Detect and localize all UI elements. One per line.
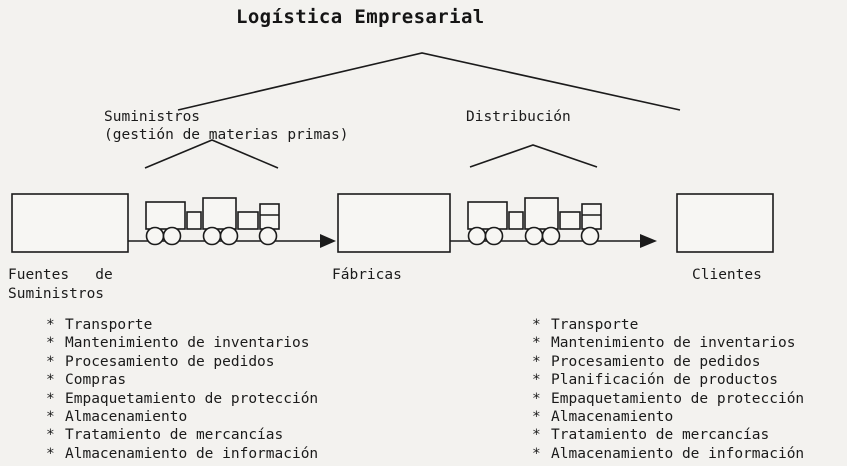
bullet-star: * — [532, 390, 541, 407]
bullet-star: * — [532, 445, 541, 462]
bullet-star: * — [532, 409, 541, 426]
factories-box — [337, 193, 451, 253]
arrowhead-1 — [320, 234, 336, 248]
sources-label: Fuentes de — [8, 267, 113, 283]
supply-activities-list: *Transporte *Mantenimiento de inventario… — [46, 316, 318, 463]
bullet-star: * — [46, 409, 55, 426]
list-item: *Transporte — [532, 317, 639, 333]
bullet-star: * — [46, 353, 55, 370]
supply-label: Suministros — [104, 109, 201, 125]
bullet-star: * — [532, 335, 541, 352]
list-item: *Procesamiento de pedidos — [46, 353, 275, 370]
distribution-activities-list: *Transporte *Mantenimiento de inventario… — [532, 316, 804, 463]
bullet-star: * — [46, 445, 55, 462]
list-item: *Transporte — [46, 317, 153, 333]
clients-label: Clientes — [692, 267, 762, 283]
list-item: *Almacenamiento — [46, 409, 188, 426]
list-item: *Almacenamiento de información — [46, 445, 319, 462]
list-item: *Empaquetamiento de protección — [46, 390, 319, 407]
distribution-bracket — [469, 144, 598, 168]
arrowhead-2 — [640, 234, 657, 248]
sources-box — [11, 193, 129, 253]
truck-icon-supply — [145, 197, 280, 246]
list-item: *Almacenamiento de información — [532, 445, 805, 462]
list-item: *Compras — [46, 372, 127, 389]
list-item: *Empaquetamiento de protección — [532, 390, 805, 407]
truck-icon-distribution — [467, 197, 602, 246]
list-item: *Tratamiento de mercancías — [532, 427, 770, 444]
factories-label: Fábricas — [332, 267, 402, 283]
diagram-title: Logística Empresarial — [236, 6, 485, 28]
bullet-star: * — [46, 335, 55, 352]
bullet-star: * — [532, 353, 541, 370]
supply-bracket — [144, 139, 279, 169]
list-item: *Planificación de productos — [532, 372, 778, 389]
clients-box — [676, 193, 774, 253]
bullet-star: * — [532, 317, 541, 333]
list-item: *Almacenamiento — [532, 409, 674, 426]
distribution-label: Distribución — [466, 109, 571, 125]
list-item: *Procesamiento de pedidos — [532, 353, 761, 370]
bullet-star: * — [46, 317, 55, 333]
bullet-star: * — [46, 390, 55, 407]
bullet-star: * — [46, 427, 55, 444]
list-item: *Tratamiento de mercancías — [46, 427, 284, 444]
list-item: *Mantenimiento de inventarios — [532, 335, 796, 352]
sources-label-line2: Suministros — [8, 286, 105, 302]
supply-sublabel: (gestión de materias primas) — [104, 127, 349, 143]
bullet-star: * — [532, 427, 541, 444]
bullet-star: * — [532, 372, 541, 389]
list-item: *Mantenimiento de inventarios — [46, 335, 310, 352]
main-bracket — [177, 52, 681, 111]
bullet-star: * — [46, 372, 55, 389]
